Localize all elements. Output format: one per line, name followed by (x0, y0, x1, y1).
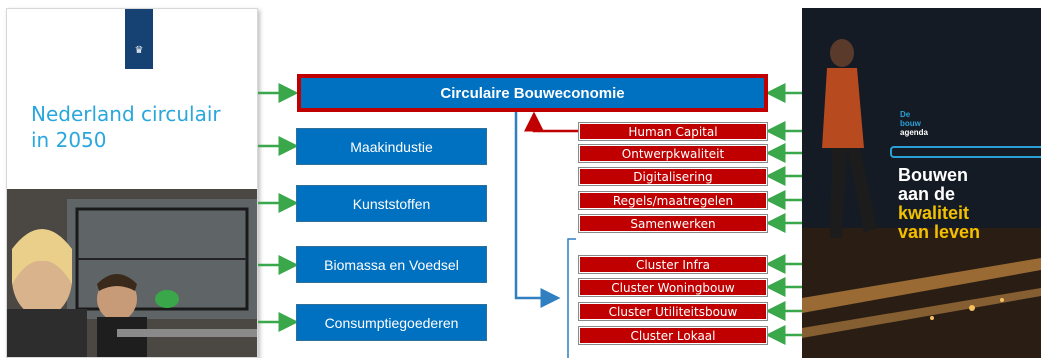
box-ontwerpkwaliteit: Ontwerpkwaliteit (578, 144, 768, 163)
box-samenwerken: Samenwerken (578, 214, 768, 233)
box-label: Digitalisering (633, 169, 713, 184)
box-label: Maakindustie (350, 138, 433, 155)
box-maakindustie: Maakindustie (296, 128, 487, 165)
box-cluster-utiliteitsbouw: Cluster Utiliteitsbouw (578, 302, 768, 321)
agenda-line-decoration (890, 146, 1041, 158)
main-box-circulaire-bouweconomie: Circulaire Bouweconomie (297, 74, 768, 112)
right-agenda-cover: De bouw agenda Bouwen aan de kwaliteit v… (802, 8, 1041, 358)
agenda-title-line3: kwaliteit (898, 203, 970, 223)
box-label: Kunststoffen (352, 195, 431, 212)
box-label: Consumptiegoederen (324, 314, 459, 331)
box-human-capital: Human Capital (578, 122, 768, 141)
agenda-label-line1: De (900, 110, 911, 119)
runner-photo (802, 8, 1041, 358)
agenda-title-line4: van leven (898, 222, 981, 242)
box-label: Human Capital (628, 124, 718, 139)
agenda-label-line2: bouw (900, 119, 921, 128)
box-label: Samenwerken (630, 216, 716, 231)
left-cover-title-line2: in 2050 (31, 128, 107, 152)
box-kunststoffen: Kunststoffen (296, 185, 487, 222)
box-label: Regels/maatregelen (612, 193, 734, 208)
box-label: Cluster Woningbouw (611, 280, 735, 295)
left-cover-title-line1: Nederland circulair (31, 102, 221, 126)
cluster-bracket (567, 238, 576, 358)
box-label: Biomassa en Voedsel (324, 256, 459, 273)
photo-illustration (7, 189, 257, 357)
left-cover-title: Nederland circulair in 2050 (31, 101, 241, 153)
agenda-label: De bouw agenda (900, 110, 928, 137)
agenda-title: Bouwen aan de kwaliteit van leven (898, 166, 1038, 242)
box-cluster-lokaal: Cluster Lokaal (578, 326, 768, 345)
box-label: Cluster Infra (635, 257, 711, 272)
box-cluster-infra: Cluster Infra (578, 255, 768, 274)
box-digitalisering: Digitalisering (578, 167, 768, 186)
box-cluster-woningbouw: Cluster Woningbouw (578, 278, 768, 297)
box-consumptiegoederen: Consumptiegoederen (296, 304, 487, 341)
arrow-main-to-clusters (514, 112, 561, 308)
government-logo: ♛ (125, 9, 153, 69)
cover-photo (7, 189, 257, 357)
crest-icon: ♛ (134, 45, 144, 56)
box-regels-maatregelen: Regels/maatregelen (578, 191, 768, 210)
left-report-cover: ♛ Nederland circulair in 2050 (6, 8, 258, 358)
agenda-label-line3: agenda (900, 128, 929, 137)
main-box-label: Circulaire Bouweconomie (440, 84, 625, 102)
agenda-title-line2: aan de (898, 184, 956, 204)
box-label: Cluster Utiliteitsbouw (608, 304, 738, 319)
agenda-title-line1: Bouwen (898, 165, 968, 185)
box-biomassa-en-voedsel: Biomassa en Voedsel (296, 246, 487, 283)
arrow-human-to-main (524, 111, 578, 133)
box-label: Cluster Lokaal (630, 328, 716, 343)
box-label: Ontwerpkwaliteit (621, 146, 725, 161)
